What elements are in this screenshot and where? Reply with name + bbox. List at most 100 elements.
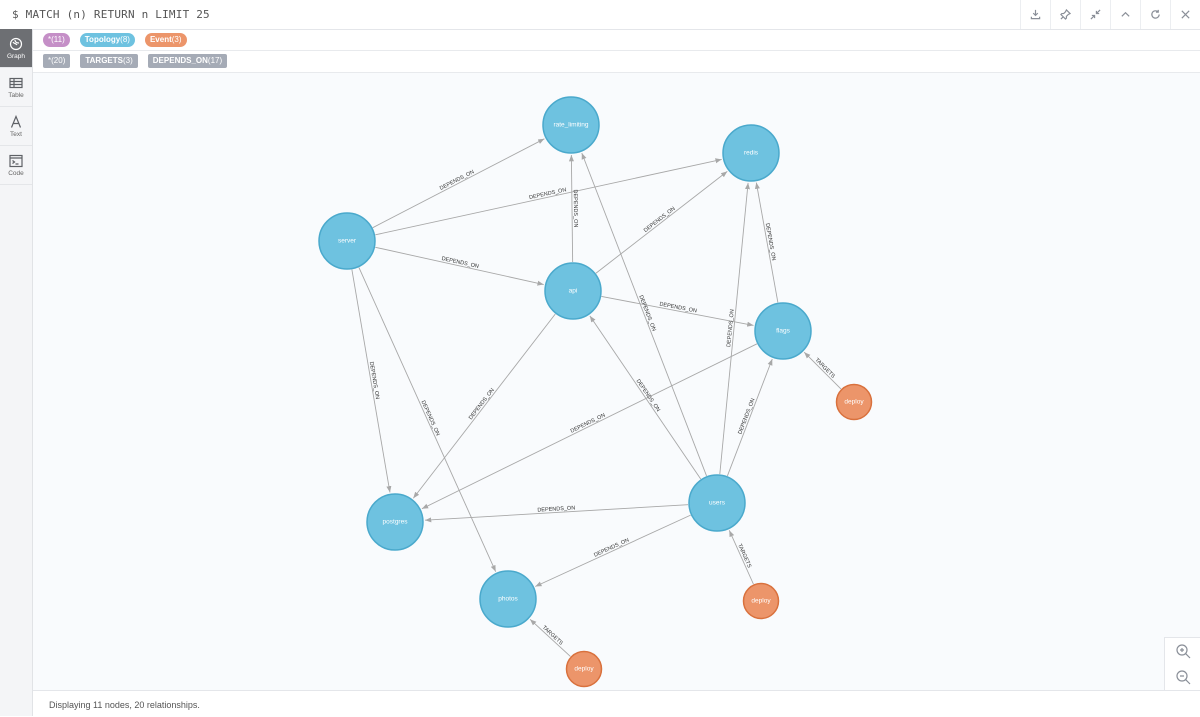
node-circle[interactable] xyxy=(318,212,376,270)
rel-type-chip-targets[interactable]: TARGETS(3) xyxy=(80,54,138,68)
node-label-chip-all[interactable]: *(11) xyxy=(43,33,70,47)
pin-button[interactable] xyxy=(1050,0,1080,29)
relationship-edge[interactable]: TARGETS xyxy=(803,351,842,390)
nodes-layer: rate_limiting redis server api flags postgres… xyxy=(318,96,873,688)
node-circle[interactable] xyxy=(722,124,780,182)
relationship-edge[interactable]: DEPENDS_ON xyxy=(568,154,578,263)
edge-label: DEPENDS_ON xyxy=(764,223,777,261)
sidebar-item-graph[interactable]: Graph xyxy=(0,29,32,68)
download-button[interactable] xyxy=(1020,0,1050,29)
graph-node-photos[interactable]: photos xyxy=(479,570,537,628)
graph-icon xyxy=(9,37,23,50)
rel-type-chip-depends-on[interactable]: DEPENDS_ON(17) xyxy=(147,54,228,68)
code-icon xyxy=(9,154,23,167)
relationship-edge[interactable]: DEPENDS_ON xyxy=(375,246,544,286)
relationship-edge[interactable]: DEPENDS_ON xyxy=(424,504,689,523)
relationship-edge[interactable]: DEPENDS_ON xyxy=(372,138,545,229)
node-label-chip-event[interactable]: Event(3) xyxy=(144,33,187,47)
close-icon xyxy=(1181,10,1190,19)
relationship-edge[interactable]: DEPENDS_ON xyxy=(375,158,722,236)
query-bar: $ MATCH (n) RETURN n LIMIT 25 xyxy=(0,0,1200,30)
status-bar: Displaying 11 nodes, 20 relationships. xyxy=(33,690,1200,717)
relationship-edge[interactable]: DEPENDS_ON xyxy=(535,514,691,587)
edge-line[interactable] xyxy=(803,351,842,390)
edge-line[interactable] xyxy=(589,315,702,480)
chevron-up-button[interactable] xyxy=(1110,0,1140,29)
edge-line[interactable] xyxy=(601,295,754,327)
rel-type-chip-all[interactable]: *(20) xyxy=(43,54,71,68)
edge-line[interactable] xyxy=(421,343,758,510)
edge-line[interactable] xyxy=(412,313,556,499)
edge-line[interactable] xyxy=(372,138,545,229)
node-circle[interactable] xyxy=(742,582,780,620)
edge-line[interactable] xyxy=(358,267,497,572)
edge-label: DEPENDS_ON xyxy=(529,187,567,201)
close-button[interactable] xyxy=(1170,0,1200,29)
node-circle[interactable] xyxy=(835,383,873,421)
zoom-in-button[interactable] xyxy=(1165,638,1200,664)
node-circle[interactable] xyxy=(565,650,603,688)
zoom-in-icon xyxy=(1176,644,1191,659)
chip-count: (17) xyxy=(207,56,223,65)
chevron-up-icon xyxy=(1121,11,1130,17)
edge-label: DEPENDS_ON xyxy=(572,189,578,227)
relationship-edge[interactable]: DEPENDS_ON xyxy=(412,313,556,499)
graph-node-rate_limiting[interactable]: rate_limiting xyxy=(542,96,600,154)
relationship-edge[interactable]: DEPENDS_ON xyxy=(719,182,750,475)
graph-node-server[interactable]: server xyxy=(318,212,376,270)
edge-line[interactable] xyxy=(351,269,392,493)
edge-label: DEPENDS_ON xyxy=(537,505,575,513)
node-circle[interactable] xyxy=(688,474,746,532)
graph-node-redis[interactable]: redis xyxy=(722,124,780,182)
edge-line[interactable] xyxy=(529,618,571,657)
edge-line[interactable] xyxy=(375,158,722,236)
node-label: photos xyxy=(498,596,518,603)
query-text[interactable]: $ MATCH (n) RETURN n LIMIT 25 xyxy=(12,8,210,21)
graph-node-users[interactable]: users xyxy=(688,474,746,532)
edge-line[interactable] xyxy=(754,182,779,303)
graph-node-flags[interactable]: flags xyxy=(754,302,812,360)
sidebar-item-code[interactable]: Code xyxy=(0,146,32,185)
edge-line[interactable] xyxy=(535,514,691,587)
edge-line[interactable] xyxy=(568,154,574,263)
node-circle[interactable] xyxy=(544,262,602,320)
graph-node-deploy2[interactable]: deploy xyxy=(742,582,780,620)
sidebar-item-text[interactable]: Text xyxy=(0,107,32,146)
refresh-button[interactable] xyxy=(1140,0,1170,29)
node-label: deploy xyxy=(751,598,771,605)
sidebar-item-table[interactable]: Table xyxy=(0,68,32,107)
edge-label: DEPENDS_ON xyxy=(737,398,756,436)
relationship-edge[interactable]: TARGETS xyxy=(529,618,571,657)
graph-node-api[interactable]: api xyxy=(544,262,602,320)
relationship-edge[interactable]: DEPENDS_ON xyxy=(351,269,392,493)
node-circle[interactable] xyxy=(542,96,600,154)
relationship-edge[interactable]: DEPENDS_ON xyxy=(726,358,773,477)
edge-label: DEPENDS_ON xyxy=(659,301,697,314)
graph-node-deploy3[interactable]: deploy xyxy=(565,650,603,688)
node-circle[interactable] xyxy=(479,570,537,628)
node-circle[interactable] xyxy=(754,302,812,360)
edge-line[interactable] xyxy=(728,530,754,585)
sidebar-item-label: Table xyxy=(8,91,24,99)
graph-visualization[interactable]: DEPENDS_ONDEPENDS_ONDEPENDS_ONDEPENDS_ON… xyxy=(33,73,1200,690)
node-circle[interactable] xyxy=(366,493,424,551)
relationship-edge[interactable]: TARGETS xyxy=(728,530,754,585)
edge-line[interactable] xyxy=(595,171,728,274)
edge-line[interactable] xyxy=(375,246,544,286)
collapse-button[interactable] xyxy=(1080,0,1110,29)
zoom-out-button[interactable] xyxy=(1165,664,1200,690)
edge-label: TARGETS xyxy=(541,625,564,647)
graph-node-deploy1[interactable]: deploy xyxy=(835,383,873,421)
graph-node-postgres[interactable]: postgres xyxy=(366,493,424,551)
edge-line[interactable] xyxy=(581,152,707,477)
edge-line[interactable] xyxy=(719,182,750,475)
edge-line[interactable] xyxy=(726,358,773,477)
view-sidebar: Graph Table Text Code xyxy=(0,29,33,716)
edge-line[interactable] xyxy=(424,504,689,523)
relationship-edge[interactable]: DEPENDS_ON xyxy=(754,182,779,303)
relationship-edge[interactable]: DEPENDS_ON xyxy=(595,171,728,274)
node-label-chip-topology[interactable]: Topology(8) xyxy=(79,33,135,47)
edge-label: DEPENDS_ON xyxy=(570,413,607,435)
relationship-edge[interactable]: DEPENDS_ON xyxy=(589,315,702,480)
